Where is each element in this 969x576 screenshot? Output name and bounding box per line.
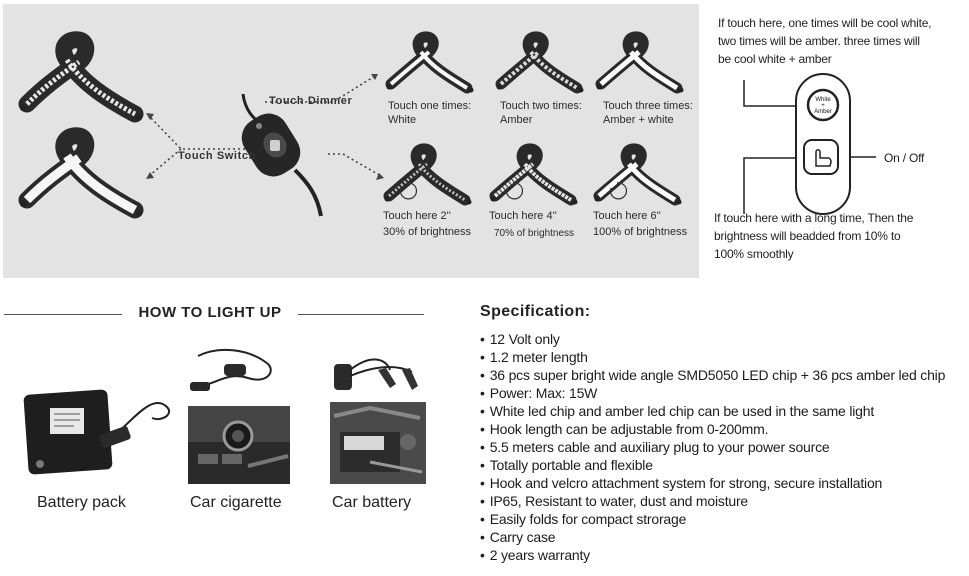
strap-mode-amber bbox=[495, 31, 585, 98]
car-battery-engine-image bbox=[330, 402, 426, 484]
remote-bottom-note-line3: 100% smoothly bbox=[714, 247, 794, 261]
spec-item: 36 pcs super bright wide angle SMD5050 L… bbox=[480, 366, 946, 384]
strap-large-bottom bbox=[17, 127, 147, 223]
spec-item: 5.5 meters cable and auxiliary plug to y… bbox=[480, 438, 945, 456]
mode-button-text-bottom: Amber bbox=[814, 109, 832, 115]
on-off-label: On / Off bbox=[884, 151, 925, 165]
strap-dim-30 bbox=[383, 143, 473, 210]
cigarette-plug-image bbox=[188, 344, 284, 394]
strap-dim-100 bbox=[593, 143, 683, 210]
mode-2-line1: Touch two times: bbox=[500, 100, 582, 112]
battery-pack-image bbox=[22, 382, 172, 482]
strap-mode-white bbox=[385, 31, 475, 98]
finger-touch-icon bbox=[815, 149, 832, 167]
remote-bottom-note: If touch here with a long time, Then the… bbox=[714, 209, 913, 263]
htl-rule-right bbox=[298, 314, 424, 315]
mode-button-text-top: White bbox=[815, 97, 831, 103]
spec-item: Hook and velcro attachment system for st… bbox=[480, 474, 945, 492]
caption-car-cigarette: Car cigarette bbox=[190, 494, 282, 511]
remote-top-note-line1: If touch here, one times will be cool wh… bbox=[718, 16, 932, 30]
how-to-light-up-title: HOW TO LIGHT UP bbox=[138, 304, 282, 321]
spec-item: Totally portable and flexible bbox=[480, 456, 945, 474]
strap-dim-70 bbox=[489, 143, 579, 210]
spec-item: IP65, Resistant to water, dust and moist… bbox=[480, 492, 945, 510]
mode-2-line2: Amber bbox=[500, 114, 533, 126]
spec-item: 2 years warranty bbox=[480, 546, 945, 564]
feature-illustration-panel: Touch Switch Touch Dimmer Touch one time… bbox=[3, 4, 699, 278]
dim-2-line1: Touch here 4'' bbox=[489, 210, 557, 222]
mode-button-text-mid: + bbox=[821, 103, 825, 109]
remote-diagram: White + Amber bbox=[743, 73, 876, 215]
spec-item: Easily folds for compact strorage bbox=[480, 510, 945, 528]
dim-1-line2: 30% of brightness bbox=[383, 226, 472, 238]
dim-1-line1: Touch here 2'' bbox=[383, 210, 451, 222]
caption-car-battery: Car battery bbox=[332, 494, 412, 511]
remote-top-note-line3: be cool white + amber bbox=[718, 52, 832, 66]
remote-bottom-note-line2: brightness will beadded from 10% to bbox=[714, 229, 901, 243]
mode-3-line1: Touch three times: bbox=[603, 100, 693, 112]
mode-1-line1: Touch one times: bbox=[388, 100, 472, 112]
remote-bottom-note-line1: If touch here with a long time, Then the bbox=[714, 211, 914, 225]
dim-3-line2: 100% of brightness bbox=[593, 226, 688, 238]
specification-title: Specification: bbox=[480, 303, 591, 320]
mode-3-line2: Amber + white bbox=[603, 114, 674, 126]
remote-top-note-line2: two times will be amber. three times wil… bbox=[718, 34, 920, 48]
htl-rule-left bbox=[4, 314, 122, 315]
touch-dimmer-label: Touch Dimmer bbox=[269, 95, 353, 107]
spec-item: White led chip and amber led chip can be… bbox=[480, 402, 945, 420]
remote-top-note: If touch here, one times will be cool wh… bbox=[718, 14, 932, 68]
specification-list: 12 Volt only 1.2 meter length 36 pcs sup… bbox=[480, 330, 946, 564]
dim-2-line2: 70% of brightness bbox=[494, 228, 575, 239]
strap-mode-amber-white bbox=[595, 31, 685, 98]
spec-item: Carry case bbox=[480, 528, 945, 546]
spec-item: 12 Volt only bbox=[480, 330, 945, 348]
strap-large-top bbox=[17, 31, 147, 127]
caption-battery-pack: Battery pack bbox=[37, 494, 126, 511]
spec-item: Power: Max: 15W bbox=[480, 384, 945, 402]
dim-3-line1: Touch here 6'' bbox=[593, 210, 661, 222]
car-cigarette-socket-image bbox=[188, 406, 290, 484]
spec-item: 1.2 meter length bbox=[480, 348, 945, 366]
mode-1-line2: White bbox=[388, 114, 417, 126]
touch-switch-label: Touch Switch bbox=[178, 150, 256, 162]
touch-controller bbox=[235, 90, 335, 225]
spec-item: Hook length can be adjustable from 0-200… bbox=[480, 420, 945, 438]
battery-clip-image bbox=[330, 350, 426, 400]
